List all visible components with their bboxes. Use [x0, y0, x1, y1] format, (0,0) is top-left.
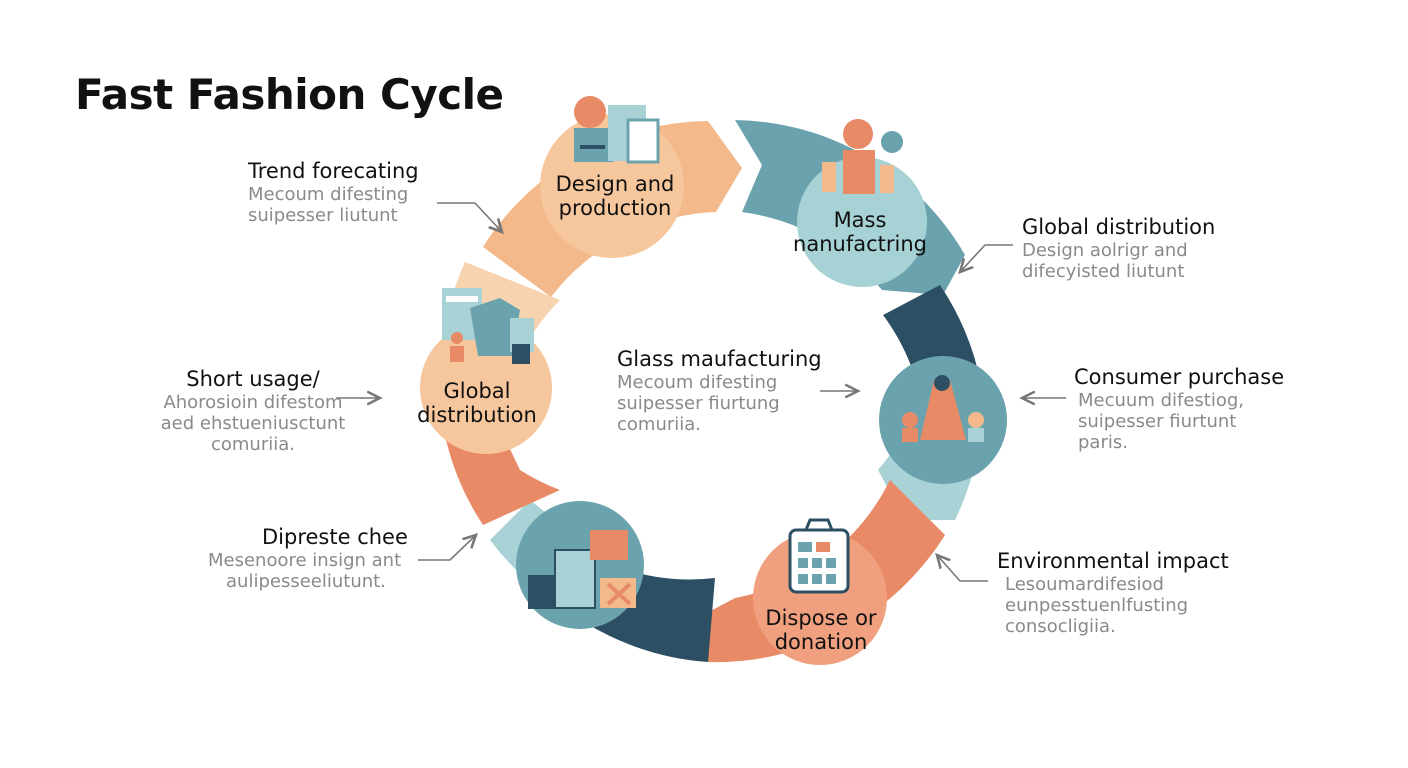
callout-description: Design aolrigr and difecyisted liutunt — [1022, 240, 1188, 282]
callout-consumer-purchase: Consumer purchase Mecuum difestiog, suip… — [1074, 364, 1284, 453]
page-title: Fast Fashion Cycle — [75, 70, 504, 119]
label-design-production: Design and production — [555, 172, 675, 220]
arrow-global-dist — [960, 244, 1013, 272]
callout-heading: Trend forecating — [248, 159, 419, 183]
callout-heading: Glass maufacturing — [617, 347, 822, 371]
callout-description: Lesoumardifesiod eunpesstuenlfusting con… — [1005, 574, 1189, 637]
callout-heading: Environmental impact — [997, 549, 1229, 573]
callout-dipreste-chee: Dipreste chee Mesenoore insign ant aulip… — [208, 524, 408, 592]
callout-trend-forecasting: Trend forecating Mecoum difesting suipes… — [248, 158, 419, 226]
label-dispose-donation: Dispose or donation — [765, 606, 877, 654]
mass-manufacturing-icon — [822, 119, 903, 194]
callout-description: Ahorosioin difestom aed ehstueniusctunt … — [160, 392, 346, 455]
global-distribution-icon — [442, 288, 534, 364]
callout-heading: Dipreste chee — [262, 525, 408, 549]
arrow-dipreste — [418, 535, 476, 561]
callout-description: Mecoum difesting suipesser fiurtung comu… — [617, 372, 780, 435]
callout-heading: Short usage/ — [186, 367, 320, 391]
callout-description: Mecuum difestiog, suipesser fiurtunt par… — [1078, 390, 1245, 453]
callout-global-distribution: Global distribution Design aolrigr and d… — [1022, 214, 1215, 282]
callout-description: Mecoum difesting suipesser liutunt — [248, 184, 409, 226]
dispose-donation-icon — [788, 518, 850, 594]
design-production-icon — [574, 96, 660, 164]
arrow-trend — [437, 202, 502, 232]
label-mass-manufacturing: Mass nanufactring — [793, 208, 927, 256]
callout-description: Mesenoore insign ant aulipesseeliutunt. — [208, 550, 402, 592]
callout-glass-manufacturing: Glass maufacturing Mecoum difesting suip… — [617, 346, 822, 435]
circle-dispose — [753, 531, 887, 665]
arrow-env — [937, 555, 988, 582]
dispose-bin-icon — [528, 530, 636, 609]
consumer-purchase-icon — [902, 375, 984, 442]
label-global-distribution-circle: Global distribution — [417, 379, 537, 427]
callout-short-usage: Short usage/ Ahorosioin difestom aed ehs… — [128, 366, 378, 455]
connector-arrows — [336, 202, 1066, 582]
callout-heading: Global distribution — [1022, 215, 1216, 239]
callout-environmental-impact: Environmental impact Lesoumardifesiod eu… — [997, 548, 1229, 637]
callout-heading: Consumer purchase — [1074, 365, 1285, 389]
